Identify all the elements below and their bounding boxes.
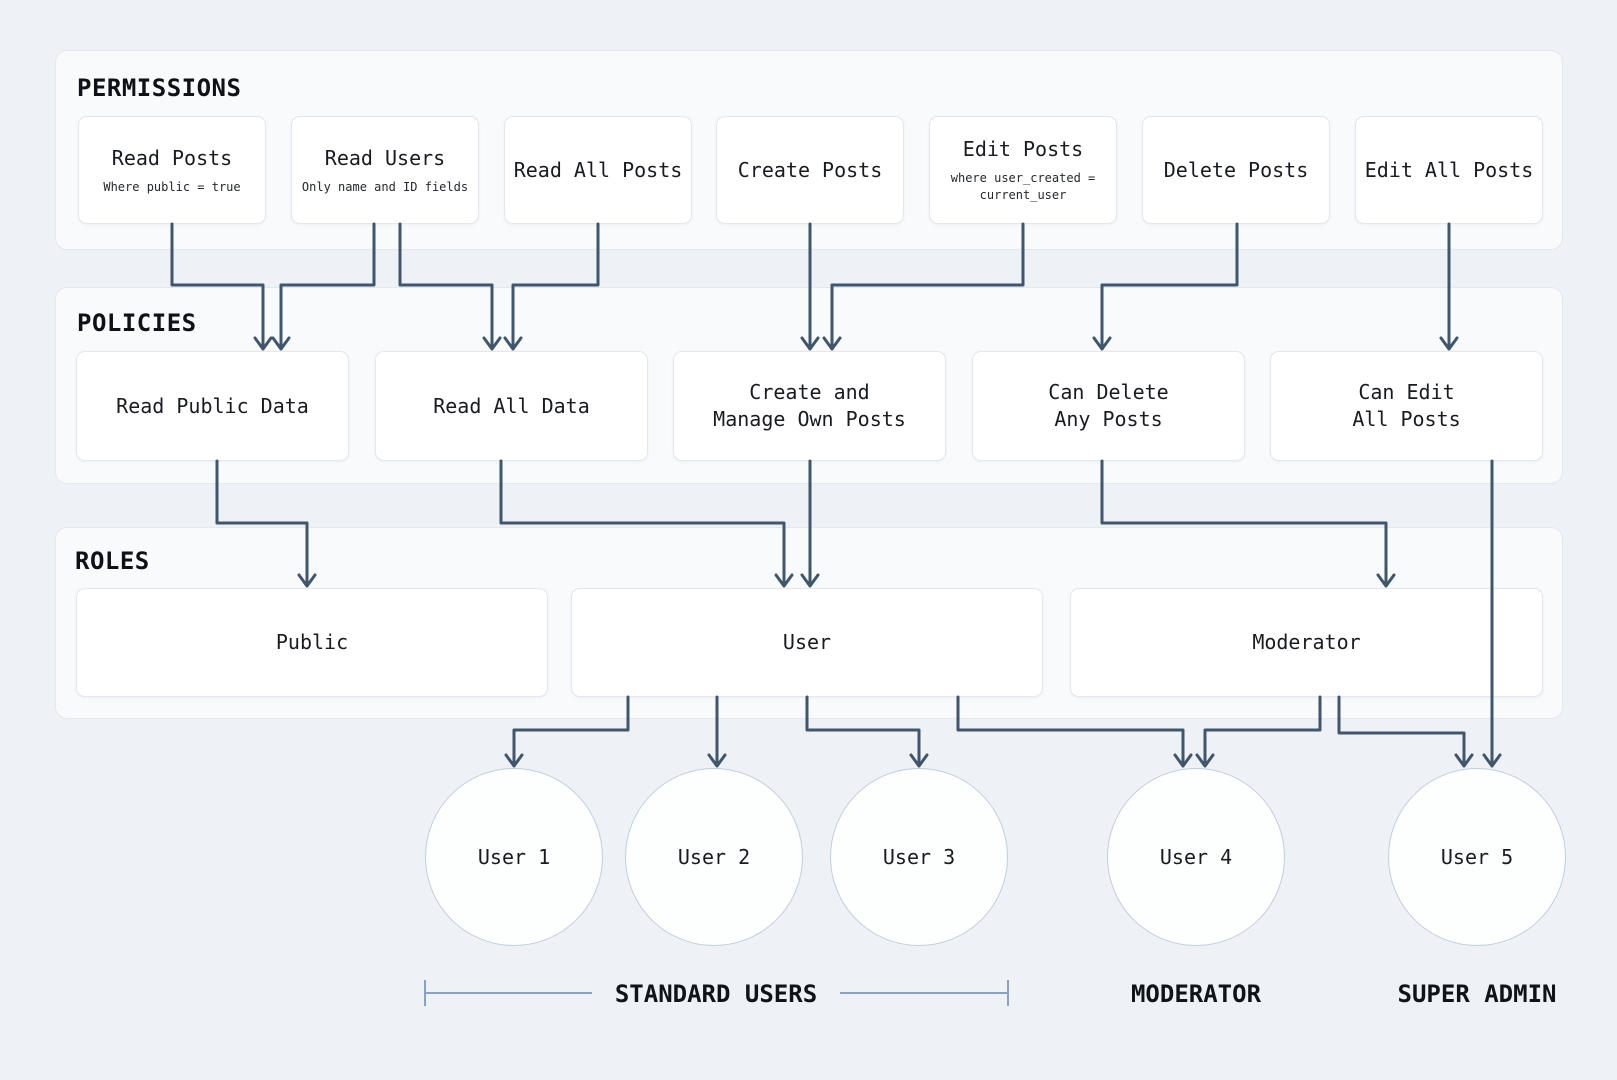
policy-label: Any Posts [1054, 407, 1163, 431]
policy-label: Create and [749, 380, 870, 404]
group-label-standard-users: STANDARD USERS [614, 980, 818, 1008]
permission-condition: Only name and ID fields [301, 179, 469, 194]
permission-label: Read Users [324, 145, 446, 170]
role-label: Public [275, 630, 349, 654]
policy-label: Can Edit [1358, 380, 1455, 404]
policy-label: Read Public Data [116, 393, 309, 418]
permission-box-edit-all-posts: Edit All Posts [1355, 116, 1543, 224]
user-circle-5: User 5 [1388, 768, 1566, 946]
group-label-moderator: MODERATOR [1130, 980, 1262, 1008]
permission-box-delete-posts: Delete Posts [1142, 116, 1330, 224]
permission-label: Delete Posts [1163, 157, 1309, 182]
permission-label: Edit All Posts [1364, 157, 1534, 182]
permission-label: Read All Posts [513, 157, 683, 182]
policy-label: Read All Data [433, 393, 590, 418]
policies-title: POLICIES [77, 309, 197, 337]
policy-box-can-edit-all-posts: Can Edit All Posts [1270, 351, 1543, 461]
group-label-super-admin: SUPER ADMIN [1397, 980, 1557, 1008]
policy-box-read-public-data: Read Public Data [76, 351, 349, 461]
user-circle-1: User 1 [425, 768, 603, 946]
role-box-moderator: Moderator [1070, 588, 1543, 697]
permission-box-edit-posts: Edit Posts where user_created = current_… [929, 116, 1117, 224]
permission-box-read-all-posts: Read All Posts [504, 116, 692, 224]
permission-condition: where user_created = current_user [950, 171, 1096, 202]
permission-box-read-posts: Read Posts Where public = true [78, 116, 266, 224]
standard-users-bracket-right [840, 980, 1009, 1006]
role-box-public: Public [76, 588, 548, 697]
user-circle-2: User 2 [625, 768, 803, 946]
permissions-title: PERMISSIONS [77, 74, 242, 102]
permission-condition: Where public = true [103, 179, 241, 194]
policy-box-read-all-data: Read All Data [375, 351, 648, 461]
roles-title: ROLES [75, 547, 150, 575]
user-circle-4: User 4 [1107, 768, 1285, 946]
role-box-user: User [571, 588, 1043, 697]
policy-label: Manage Own Posts [713, 407, 906, 431]
role-label: User [782, 630, 832, 654]
user-label: User 1 [477, 845, 551, 869]
role-label: Moderator [1252, 630, 1361, 654]
policy-box-create-manage-own-posts: Create and Manage Own Posts [673, 351, 946, 461]
permission-box-create-posts: Create Posts [716, 116, 904, 224]
policy-box-can-delete-any-posts: Can Delete Any Posts [972, 351, 1245, 461]
permission-label: Edit Posts [962, 137, 1084, 161]
permission-box-read-users: Read Users Only name and ID fields [291, 116, 479, 224]
permission-label: Create Posts [737, 157, 883, 182]
user-label: User 4 [1159, 845, 1233, 869]
user-label: User 2 [677, 845, 751, 869]
policy-label: Can Delete [1048, 380, 1169, 404]
user-label: User 3 [882, 845, 956, 869]
user-label: User 5 [1440, 845, 1514, 869]
permission-label: Read Posts [111, 145, 233, 170]
user-circle-3: User 3 [830, 768, 1008, 946]
policy-label: All Posts [1352, 407, 1461, 431]
standard-users-bracket-left [424, 980, 592, 1006]
